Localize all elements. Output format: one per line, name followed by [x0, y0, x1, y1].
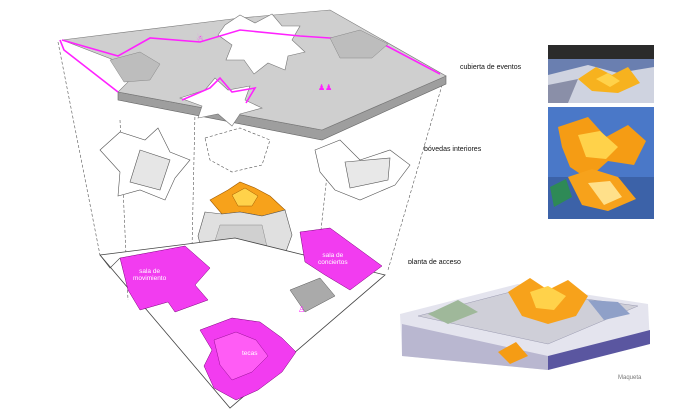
orange-vault-inner: [231, 187, 259, 207]
vault-star-left-hatch: [129, 149, 171, 191]
model-photo-large: [398, 264, 654, 372]
roof-layer: ☃ ♟♟: [59, 9, 447, 141]
room-label-sala-conciertos: sala de conciertos: [318, 252, 348, 266]
vault-center-dashed: [204, 127, 271, 173]
person-figure-icon: ☃: [196, 33, 204, 45]
model-photo-middle: [548, 107, 654, 219]
vaults-layer: [99, 127, 411, 201]
label-planta-de-acceso: planta de acceso: [408, 259, 461, 266]
model-photo-top: [548, 45, 654, 103]
gray-ramp: [289, 277, 336, 313]
roof-star-cutout-1: [217, 13, 306, 75]
label-bovedas-interiores: bóvedas interiores: [424, 146, 482, 153]
sala-movimiento-area: [119, 245, 211, 313]
room-label-line: sala de: [322, 252, 344, 259]
ground-floor-layer: ♙: [99, 227, 386, 409]
roof-terraces: [109, 29, 389, 83]
photo-caption: Maqueta: [618, 375, 642, 381]
dark-core: [99, 254, 121, 269]
sala-conciertos-area: [299, 227, 383, 291]
room-label-sala-movimiento: sala de movimiento: [133, 268, 166, 282]
label-cubierta-de-eventos: cubierta de eventos: [460, 64, 522, 71]
room-label-line: conciertos: [318, 259, 348, 266]
roof-magenta-outline-2: [59, 39, 119, 93]
room-label-tecas: tecas: [242, 350, 258, 357]
room-label-line: sala de: [139, 268, 161, 275]
people-figures-icon: ♟♟: [318, 83, 332, 92]
vault-right-hatch: [344, 157, 391, 189]
floor-star-inner: [213, 331, 269, 381]
person-figure-ground-icon: ♙: [298, 305, 305, 314]
room-label-line: movimiento: [133, 275, 167, 282]
